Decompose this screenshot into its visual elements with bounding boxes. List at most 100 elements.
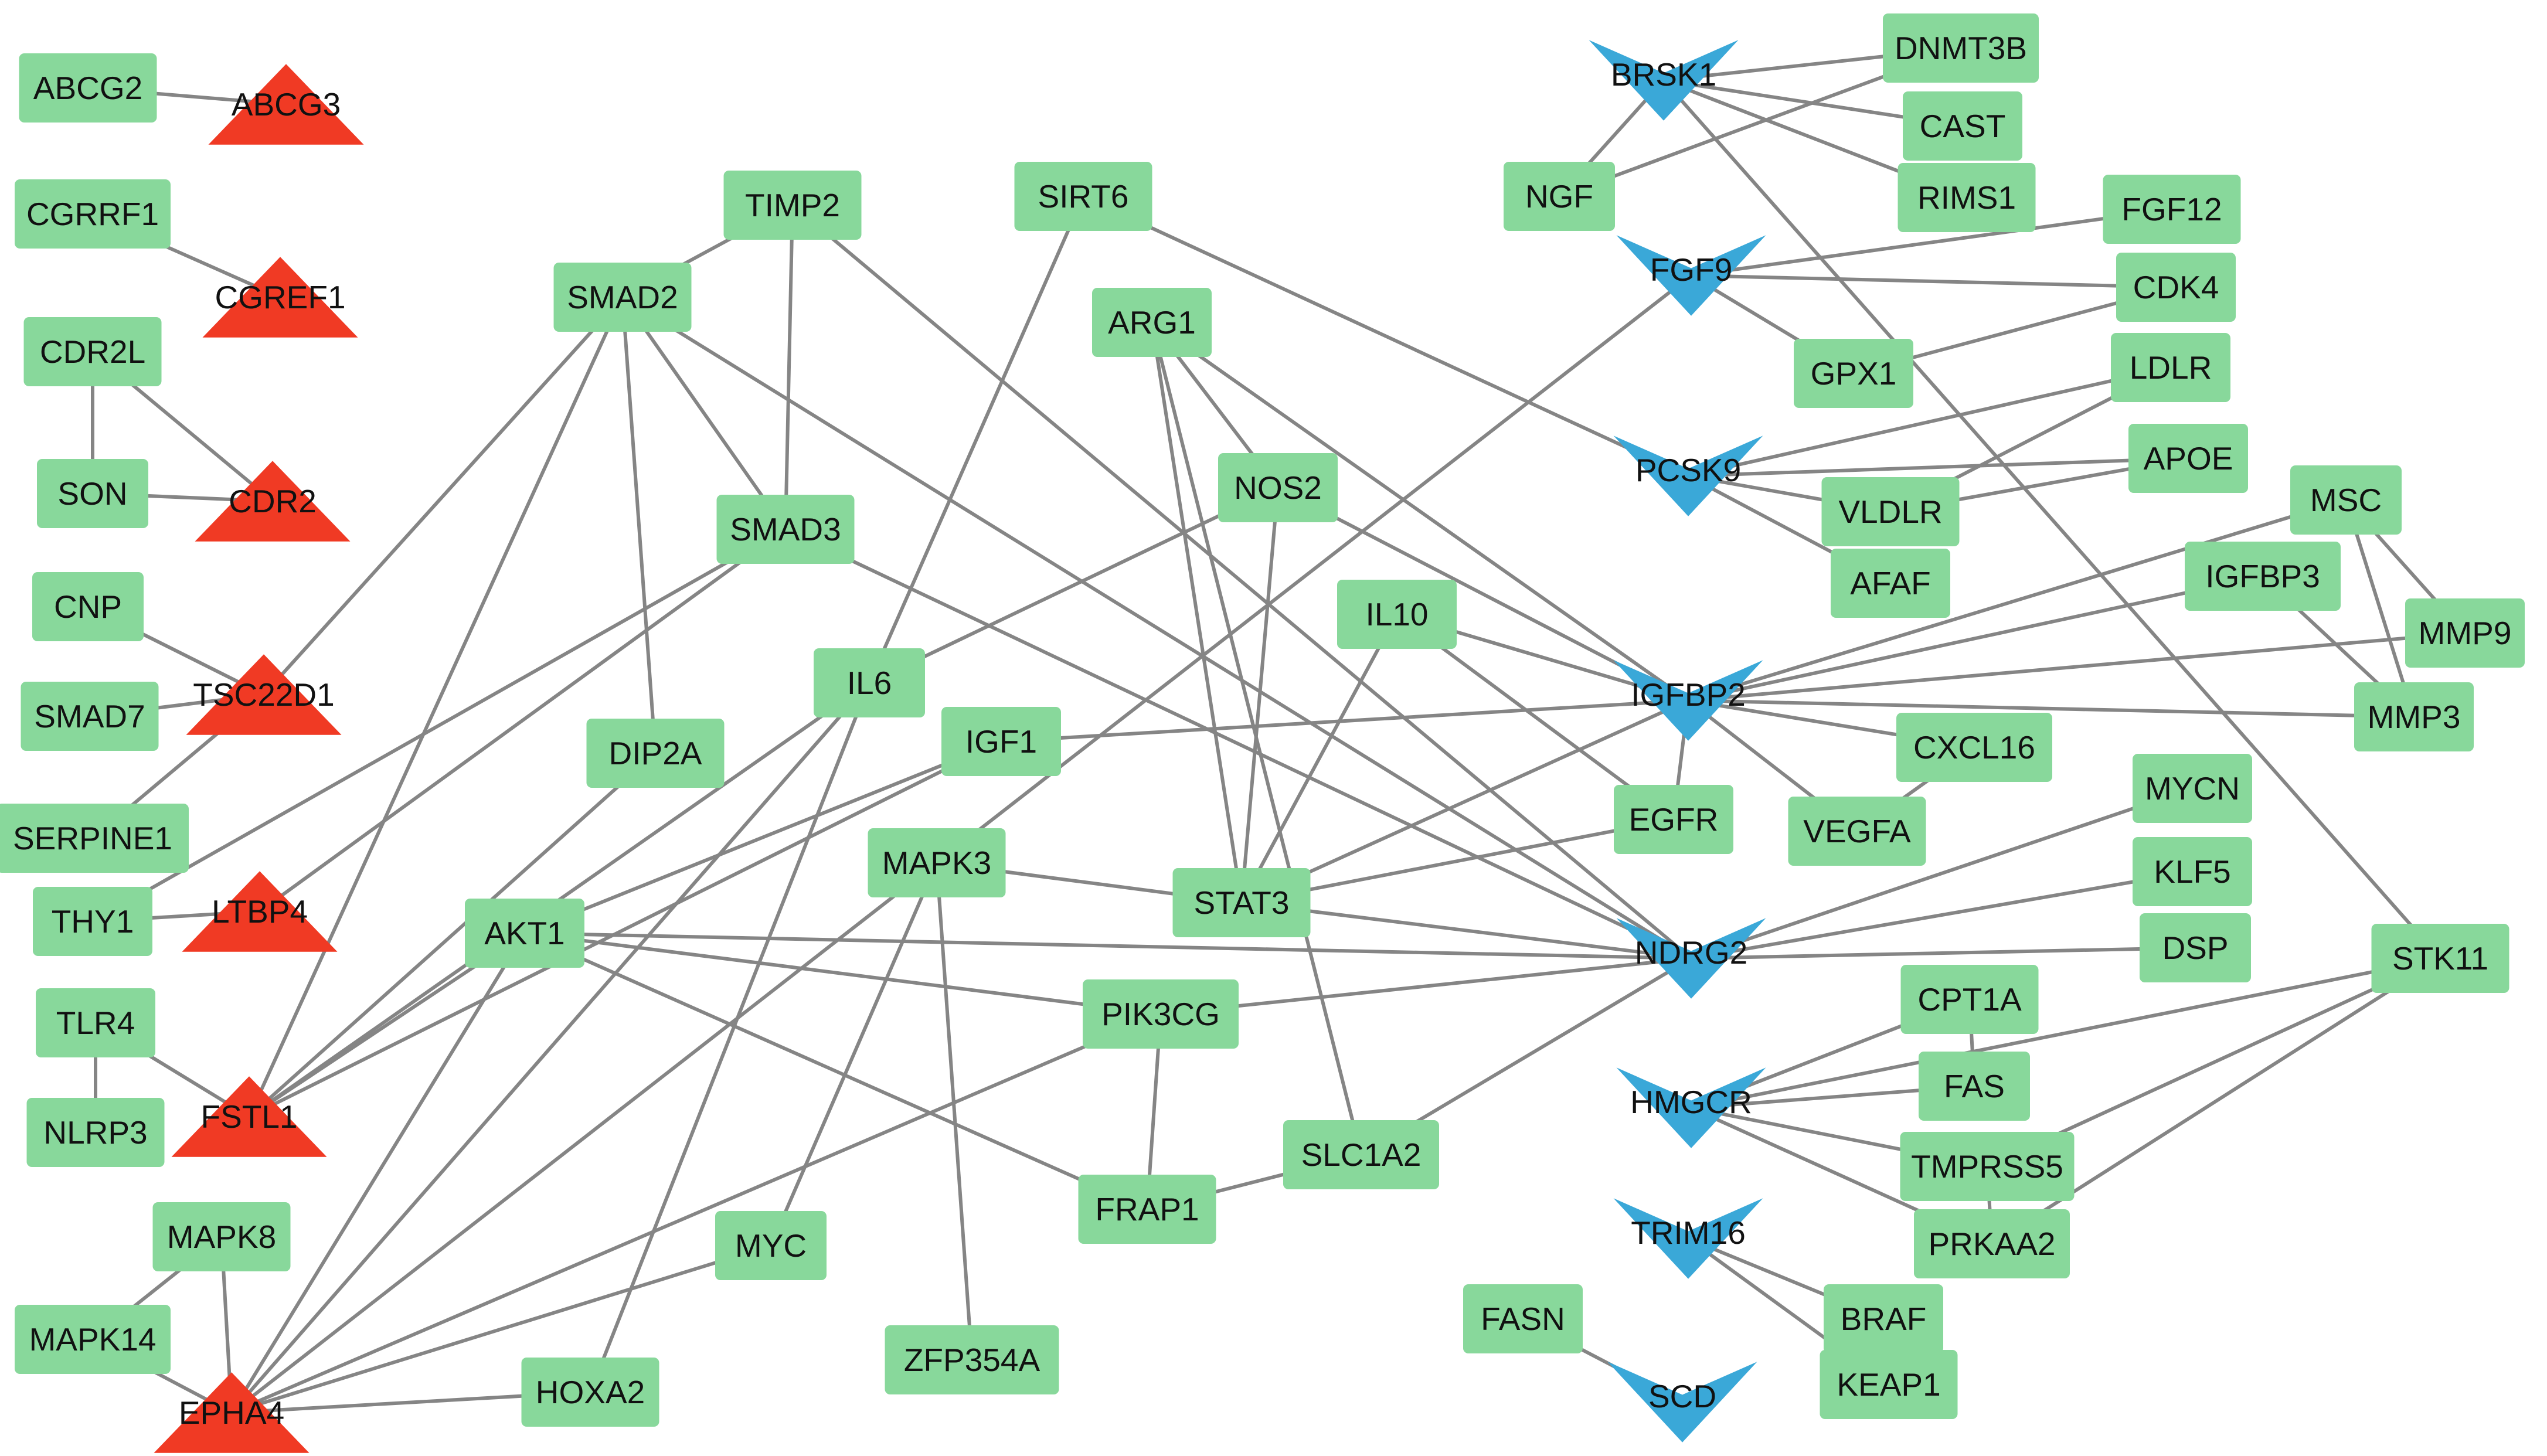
node-braf[interactable]: BRAF (1824, 1284, 1943, 1353)
node-cdk4[interactable]: CDK4 (2116, 253, 2236, 322)
node-sirt6[interactable]: SIRT6 (1014, 162, 1152, 231)
node-hmgcr[interactable]: HMGCR (1616, 1067, 1766, 1148)
node-cdr2[interactable]: CDR2 (195, 461, 351, 542)
node-myc[interactable]: MYC (715, 1211, 827, 1280)
node-vldlr[interactable]: VLDLR (1821, 477, 1960, 546)
node-pik3cg[interactable]: PIK3CG (1083, 979, 1239, 1049)
edge-il10-stat3 (1240, 613, 1399, 904)
node-frap1[interactable]: FRAP1 (1078, 1175, 1216, 1244)
node-cxcl16[interactable]: CXCL16 (1896, 713, 2052, 782)
node-label: MAPK8 (167, 1219, 276, 1255)
node-pcsk9[interactable]: PCSK9 (1613, 436, 1763, 516)
node-fstl1[interactable]: FSTL1 (171, 1076, 327, 1157)
node-tsc22d1[interactable]: TSC22D1 (186, 654, 342, 735)
edge-stat3-ndrg2 (1241, 901, 1692, 960)
node-fgf9[interactable]: FGF9 (1616, 235, 1766, 316)
node-klf5[interactable]: KLF5 (2133, 837, 2252, 906)
node-cgrrf1[interactable]: CGRRF1 (15, 179, 171, 249)
gene-box (15, 179, 171, 249)
node-fasn[interactable]: FASN (1463, 1284, 1583, 1353)
node-hoxa2[interactable]: HOXA2 (521, 1358, 659, 1427)
node-label: SMAD7 (34, 698, 145, 734)
node-vegfa[interactable]: VEGFA (1788, 797, 1926, 866)
node-fas[interactable]: FAS (1919, 1052, 2030, 1121)
node-ldlr[interactable]: LDLR (2111, 333, 2230, 402)
node-smad7[interactable]: SMAD7 (21, 682, 159, 751)
node-mapk3[interactable]: MAPK3 (868, 828, 1006, 897)
node-dsp[interactable]: DSP (2140, 913, 2251, 982)
node-stat3[interactable]: STAT3 (1172, 868, 1311, 937)
node-keap1[interactable]: KEAP1 (1820, 1350, 1958, 1419)
node-serpine1[interactable]: SERPINE1 (0, 804, 189, 873)
node-ltbp4[interactable]: LTBP4 (182, 871, 338, 952)
node-akt1[interactable]: AKT1 (465, 899, 584, 968)
node-label: NGF (1525, 178, 1593, 215)
node-msc[interactable]: MSC (2290, 465, 2402, 535)
node-igfbp3[interactable]: IGFBP3 (2185, 542, 2341, 611)
node-cnp[interactable]: CNP (32, 572, 144, 641)
node-rims1[interactable]: RIMS1 (1898, 163, 2036, 232)
node-mycn[interactable]: MYCN (2133, 754, 2252, 823)
node-label: NLRP3 (43, 1114, 147, 1151)
node-fgf12[interactable]: FGF12 (2103, 175, 2241, 244)
node-scd[interactable]: SCD (1607, 1362, 1757, 1443)
node-prkaa2[interactable]: PRKAA2 (1914, 1209, 2070, 1278)
node-afaf[interactable]: AFAF (1831, 549, 1950, 618)
node-cast[interactable]: CAST (1903, 91, 2022, 161)
node-label: LTBP4 (212, 893, 308, 930)
node-ngf[interactable]: NGF (1504, 162, 1615, 231)
gene-box (2371, 924, 2509, 993)
node-abcg3[interactable]: ABCG3 (208, 64, 364, 145)
gene-box (1903, 91, 2022, 161)
node-mapk14[interactable]: MAPK14 (15, 1305, 171, 1374)
node-apoe[interactable]: APOE (2128, 424, 2248, 493)
node-label: SON (57, 475, 127, 512)
node-egfr[interactable]: EGFR (1614, 785, 1733, 854)
node-trim16[interactable]: TRIM16 (1613, 1198, 1763, 1279)
node-mapk8[interactable]: MAPK8 (152, 1202, 291, 1271)
node-slc1a2[interactable]: SLC1A2 (1283, 1120, 1439, 1189)
node-thy1[interactable]: THY1 (33, 887, 152, 956)
node-smad3[interactable]: SMAD3 (716, 495, 855, 564)
node-brsk1[interactable]: BRSK1 (1589, 40, 1739, 121)
node-label: FAS (1944, 1068, 2005, 1104)
edge-arg1-igfbp2 (1151, 321, 1689, 702)
gene-box (1919, 1052, 2030, 1121)
node-label: BRSK1 (1611, 56, 1716, 93)
node-label: FGF12 (2121, 191, 2222, 227)
node-igfbp2[interactable]: IGFBP2 (1613, 660, 1763, 741)
node-stk11[interactable]: STK11 (2371, 924, 2509, 993)
node-son[interactable]: SON (37, 459, 148, 528)
gene-box (2133, 837, 2252, 906)
edge-dip2a-fstl1 (247, 751, 657, 1118)
node-cpt1a[interactable]: CPT1A (1900, 965, 2039, 1034)
node-tmprss5[interactable]: TMPRSS5 (1900, 1132, 2075, 1201)
node-ndrg2[interactable]: NDRG2 (1616, 918, 1766, 999)
node-cgref1[interactable]: CGREF1 (202, 257, 358, 338)
node-dip2a[interactable]: DIP2A (586, 719, 725, 788)
node-epha4[interactable]: EPHA4 (154, 1372, 310, 1453)
node-zfp354a[interactable]: ZFP354A (885, 1325, 1059, 1394)
node-cdr2l[interactable]: CDR2L (23, 317, 162, 386)
node-igf1[interactable]: IGF1 (941, 707, 1061, 776)
node-label: KLF5 (2154, 853, 2230, 890)
node-nlrp3[interactable]: NLRP3 (26, 1098, 165, 1167)
node-abcg2[interactable]: ABCG2 (19, 53, 157, 123)
node-label: RIMS1 (1917, 179, 2016, 216)
node-arg1[interactable]: ARG1 (1092, 288, 1212, 357)
node-tlr4[interactable]: TLR4 (36, 988, 155, 1057)
node-mmp3[interactable]: MMP3 (2354, 682, 2474, 751)
node-label: STAT3 (1194, 885, 1290, 921)
gene-box (1821, 477, 1960, 546)
node-dnmt3b[interactable]: DNMT3B (1883, 13, 2039, 83)
node-timp2[interactable]: TIMP2 (723, 171, 862, 240)
node-label: SMAD3 (730, 511, 841, 547)
gene-box (553, 263, 692, 332)
node-gpx1[interactable]: GPX1 (1794, 339, 1913, 408)
node-il6[interactable]: IL6 (814, 648, 925, 717)
node-il10[interactable]: IL10 (1337, 580, 1457, 649)
node-smad2[interactable]: SMAD2 (553, 263, 692, 332)
node-mmp9[interactable]: MMP9 (2405, 598, 2525, 668)
node-nos2[interactable]: NOS2 (1218, 453, 1338, 522)
gene-box (1614, 785, 1733, 854)
